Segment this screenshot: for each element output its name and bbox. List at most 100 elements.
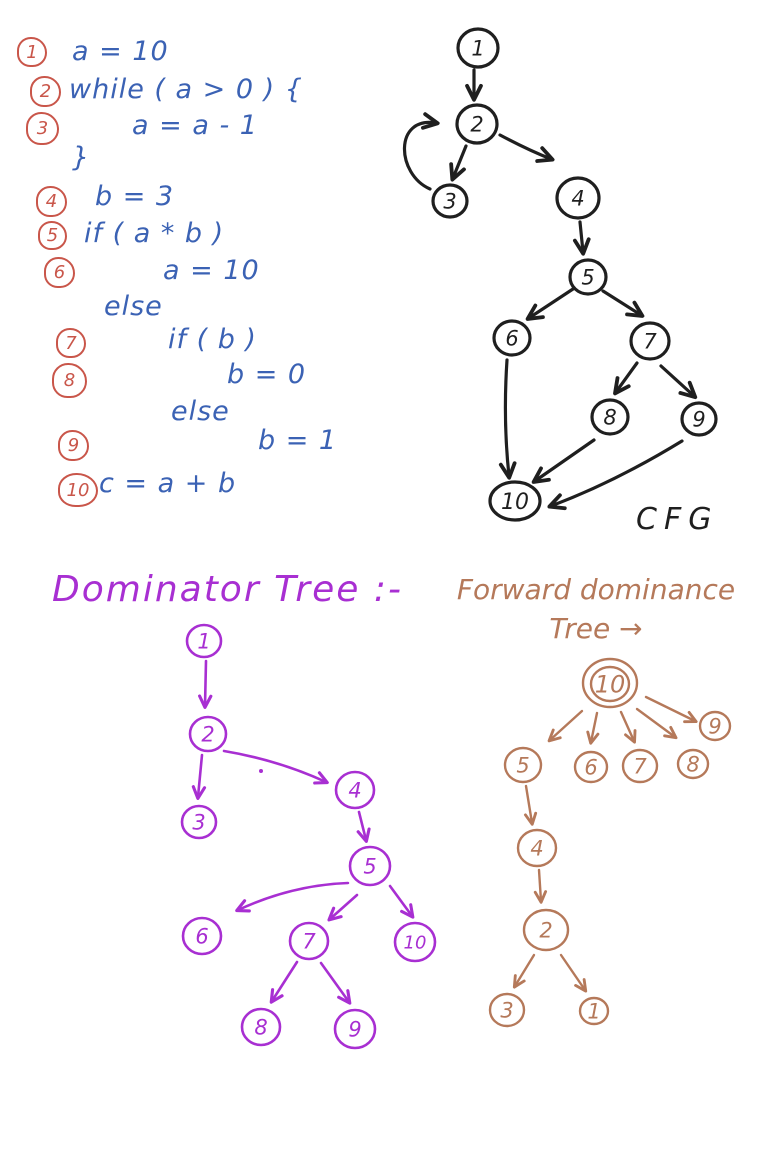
dominator-tree-edge-2-4 bbox=[222, 749, 329, 785]
forward-dominance-tree-node-label-3: 3 bbox=[500, 999, 513, 1023]
forward-dominance-tree-node-label-6: 6 bbox=[584, 756, 597, 780]
dominator-tree-node-label-1: 1 bbox=[197, 630, 210, 654]
forward-dominance-tree-edge-10-5 bbox=[547, 709, 584, 743]
code-line-text-3: } bbox=[72, 142, 91, 173]
line-number-badge-8: 8 bbox=[52, 363, 87, 398]
dominator-tree-edge-7-8 bbox=[269, 960, 299, 1004]
dominator-tree-node-label-9: 9 bbox=[348, 1018, 361, 1042]
forward-dominance-tree-node-label-1: 1 bbox=[587, 1000, 600, 1024]
dominator-tree-node-6 bbox=[181, 916, 223, 956]
cfg-node-label-3: 3 bbox=[443, 190, 456, 214]
dominator-tree-node-label-10: 10 bbox=[404, 932, 427, 953]
dominator-tree-node-9 bbox=[333, 1008, 377, 1050]
cfg-label: CFG bbox=[636, 502, 719, 537]
forward-dominance-tree-node-label-9: 9 bbox=[708, 715, 721, 739]
forward-dominance-tree-node-7 bbox=[621, 748, 659, 784]
dominator-tree-edge-7-9 bbox=[319, 961, 352, 1005]
cfg-node-6 bbox=[492, 319, 532, 357]
forward-dominance-tree-edge-5-4 bbox=[523, 784, 538, 826]
dominator-tree-node-10 bbox=[393, 921, 437, 963]
forward-dominance-tree-edge-10-7 bbox=[619, 710, 637, 744]
dominator-tree-edge-2-3 bbox=[191, 753, 207, 800]
line-number-badge-2: 2 bbox=[30, 76, 61, 107]
cfg-node-8 bbox=[590, 398, 630, 436]
forward-dominance-tree-edge-10-8 bbox=[635, 707, 678, 740]
forward-dominance-tree-node-9 bbox=[698, 710, 732, 742]
code-line-text-4: b = 3 bbox=[95, 181, 175, 212]
dominator-tree-node-label-2: 2 bbox=[201, 723, 214, 747]
forward-dominance-tree-node-1 bbox=[578, 996, 610, 1026]
cfg-edge-6-10 bbox=[498, 358, 517, 480]
cfg-node-label-1: 1 bbox=[471, 37, 484, 61]
line-number-badge-9: 9 bbox=[58, 430, 89, 461]
cfg-node-label-10: 10 bbox=[501, 490, 529, 515]
cfg-node-5 bbox=[568, 258, 608, 296]
cfg-node-4 bbox=[555, 176, 601, 220]
line-number-badge-4: 4 bbox=[36, 186, 67, 217]
forward-dominance-tree-edge-10-9 bbox=[644, 695, 698, 724]
forward-dominance-tree-node-label-10: 10 bbox=[595, 671, 626, 699]
cfg-edge-5-7 bbox=[601, 289, 645, 318]
dominator-tree-node-7 bbox=[288, 921, 330, 961]
code-line-text-5: if ( a * b ) bbox=[84, 218, 225, 249]
dominator-tree-node-label-7: 7 bbox=[302, 930, 316, 954]
cfg-node-3 bbox=[431, 183, 469, 219]
dominator-tree-edge-1-2 bbox=[198, 659, 213, 709]
forward-dominance-tree-edge-10-6 bbox=[586, 711, 600, 745]
cfg-node-2 bbox=[455, 103, 499, 145]
code-line-text-7: else bbox=[104, 291, 163, 322]
line-number-badge-3: 3 bbox=[26, 112, 59, 145]
forward-dominance-tree-node-2 bbox=[522, 908, 570, 952]
forward-dominance-tree-node-label-2: 2 bbox=[539, 919, 552, 943]
forward-dominance-tree-node-5 bbox=[503, 746, 543, 784]
forward-title-line2: Tree → bbox=[549, 612, 643, 646]
dominator-tree-node-8 bbox=[240, 1007, 282, 1047]
forward-dominance-tree-node-label-8: 8 bbox=[686, 753, 699, 777]
cfg-node-label-8: 8 bbox=[603, 406, 616, 430]
line-number-badge-5: 5 bbox=[38, 221, 67, 250]
code-line-text-0: a = 10 bbox=[72, 36, 169, 67]
forward-dominance-tree-edge-2-1 bbox=[559, 953, 588, 993]
cfg-edge-2-4 bbox=[498, 133, 555, 163]
cfg-edge-2-3 bbox=[449, 144, 468, 182]
cfg-edge-7-8 bbox=[613, 361, 639, 396]
cfg-edge-8-10 bbox=[531, 438, 596, 484]
forward-dominance-tree-node-label-4: 4 bbox=[530, 837, 543, 861]
forward-dominance-tree-title: Forward dominance Tree → bbox=[426, 570, 766, 648]
dominator-tree-node-label-4: 4 bbox=[348, 779, 361, 803]
dominator-tree-edge-5-6 bbox=[235, 881, 350, 913]
code-line-text-10: else bbox=[171, 396, 230, 427]
cfg-node-1 bbox=[456, 27, 500, 69]
forward-dominance-tree-edge-4-2 bbox=[533, 868, 548, 904]
dominator-tree-edge-5-7 bbox=[327, 893, 359, 922]
forward-dominance-tree-node-4 bbox=[516, 828, 558, 868]
forward-dominance-tree-edge-2-3 bbox=[512, 953, 536, 989]
forward-dominance-tree-node-3 bbox=[488, 992, 526, 1028]
forward-dominance-tree-node-6 bbox=[573, 750, 609, 784]
code-line-text-11: b = 1 bbox=[258, 425, 338, 456]
dominator-tree-stray-dot bbox=[259, 769, 263, 773]
cfg-node-label-2: 2 bbox=[470, 113, 483, 137]
forward-dominance-tree-node-label-5: 5 bbox=[516, 754, 529, 778]
cfg-node-9 bbox=[680, 401, 718, 437]
dominator-tree-title: Dominator Tree :- bbox=[52, 569, 403, 610]
cfg-node-label-9: 9 bbox=[692, 408, 705, 432]
code-line-text-2: a = a - 1 bbox=[132, 110, 258, 141]
code-line-text-9: b = 0 bbox=[227, 359, 307, 390]
line-number-badge-6: 6 bbox=[44, 257, 75, 288]
forward-dominance-tree-node-10-outer-ring bbox=[581, 657, 639, 709]
dominator-tree-node-label-3: 3 bbox=[192, 811, 205, 835]
code-line-text-8: if ( b ) bbox=[168, 324, 257, 355]
line-number-badge-7: 7 bbox=[56, 328, 86, 358]
cfg-edge-3-2 bbox=[402, 112, 440, 191]
code-line-text-6: a = 10 bbox=[163, 255, 260, 286]
dominator-tree-node-label-8: 8 bbox=[254, 1016, 267, 1040]
dominator-tree-node-5 bbox=[348, 845, 392, 887]
forward-dominance-tree-node-10 bbox=[589, 665, 631, 703]
line-number-badge-10: 10 bbox=[58, 473, 98, 507]
